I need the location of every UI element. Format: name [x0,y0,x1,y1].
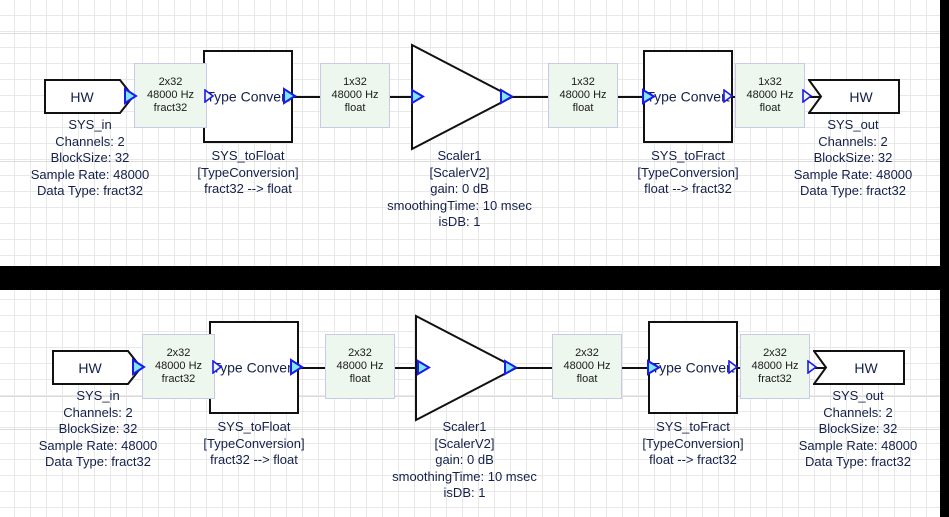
block-sys-tofloat[interactable]: Type Convert [203,50,293,143]
signal-dims: 2x32 [166,347,191,359]
signal-rate: 48000 Hz [146,89,195,101]
output-port-icon[interactable] [281,87,297,105]
input-port-icon[interactable] [203,89,215,103]
caption-sys-out: SYS_out Channels: 2 BlockSize: 32 Sample… [793,117,913,198]
input-port-icon[interactable] [641,88,656,105]
panel-separator [0,266,949,290]
block-sys-out[interactable]: HW [808,79,900,114]
signal-dtype: fract32 [153,102,188,114]
caption-sys-tofract: SYS_toFract [TypeConversion] float --> f… [642,419,744,467]
signal-label-1: 2x32 48000 Hz fract32 [134,63,207,128]
signal-label-1: 2x32 48000 Hz fract32 [142,334,215,399]
block-sys-in[interactable]: HW [52,350,142,385]
grid-major-line [0,396,949,397]
signal-label-2: 2x32 48000 Hz float [325,334,395,399]
diagram-panel-top: HW 2x32 48000 Hz fract32 Type Convert 1x… [0,0,949,266]
block-label: Type Convert [651,359,735,375]
signal-rate: 48000 Hz [746,89,794,101]
signal-dims: 2x32 [763,347,787,359]
signal-dims: 2x32 [158,76,183,88]
signal-rate: 48000 Hz [751,360,799,372]
output-port-icon[interactable] [122,87,138,105]
input-port-icon[interactable] [801,89,813,103]
signal-dtype: fract32 [161,373,196,385]
block-sys-out[interactable]: HW [813,350,905,385]
caption-scaler1: Scaler1 [ScalerV2] gain: 0 dB smoothingT… [392,419,537,500]
caption-sys-tofloat: SYS_toFloat [TypeConversion] fract32 -->… [203,419,305,467]
signal-rate: 48000 Hz [559,89,607,101]
signal-label-3: 1x32 48000 Hz float [548,63,618,128]
output-port-icon[interactable] [499,88,514,105]
signal-dtype: float [572,102,594,114]
output-port-icon[interactable] [503,359,518,376]
block-label: Type Convert [206,88,290,104]
block-scaler1[interactable] [412,313,522,423]
signal-label-4: 1x32 48000 Hz float [735,63,805,128]
signal-label-2: 1x32 48000 Hz float [320,63,390,128]
grid-major-line [0,161,949,162]
signal-dtype: float [349,373,371,385]
caption-scaler1: Scaler1 [ScalerV2] gain: 0 dB smoothingT… [387,148,532,229]
diagram-panel-bottom: HW 2x32 48000 Hz fract32 Type Convert 2x… [0,290,949,517]
input-port-icon[interactable] [416,359,431,376]
block-sys-tofloat[interactable]: Type Convert [209,321,299,414]
input-port-icon[interactable] [410,88,425,105]
signal-dtype: float [759,102,781,114]
signal-dtype: float [344,102,366,114]
output-port-icon[interactable] [130,358,146,376]
block-label: HW [854,359,878,376]
output-port-icon[interactable] [722,89,734,103]
caption-sys-in: SYS_in Channels: 2 BlockSize: 32 Sample … [38,388,158,469]
block-label: Type Convert [646,88,730,104]
grid-major-line [0,429,949,430]
output-port-icon[interactable] [288,358,304,376]
signal-label-3: 2x32 48000 Hz float [552,334,622,399]
block-label: Type Convert [212,359,296,375]
input-port-icon[interactable] [806,360,818,374]
signal-rate: 48000 Hz [331,89,379,101]
caption-sys-tofract: SYS_toFract [TypeConversion] float --> f… [637,148,739,196]
caption-sys-in: SYS_in Channels: 2 BlockSize: 32 Sample … [30,117,150,198]
signal-dtype: float [576,373,598,385]
signal-dtype: fract32 [758,373,792,385]
block-label: HW [70,88,94,105]
input-port-icon[interactable] [646,359,661,376]
signal-dims: 1x32 [571,76,595,88]
signal-rate: 48000 Hz [563,360,611,372]
input-port-icon[interactable] [211,360,223,374]
block-sys-in[interactable]: HW [44,79,134,114]
signal-dims: 1x32 [758,76,782,88]
signal-rate: 48000 Hz [154,360,203,372]
caption-sys-out: SYS_out Channels: 2 BlockSize: 32 Sample… [798,388,918,469]
signal-label-4: 2x32 48000 Hz fract32 [740,334,810,399]
caption-sys-tofloat: SYS_toFloat [TypeConversion] fract32 -->… [197,148,299,196]
block-label: HW [78,359,102,376]
signal-dims: 2x32 [348,347,372,359]
output-port-icon[interactable] [727,360,739,374]
right-edge-band [940,0,949,517]
block-label: HW [849,88,873,105]
block-sys-tofract[interactable]: Type Convert [643,50,733,143]
signal-dims: 2x32 [575,347,599,359]
signal-rate: 48000 Hz [336,360,384,372]
signal-dims: 1x32 [343,76,367,88]
grid-major-line [0,33,949,34]
block-sys-tofract[interactable]: Type Convert [648,321,738,414]
